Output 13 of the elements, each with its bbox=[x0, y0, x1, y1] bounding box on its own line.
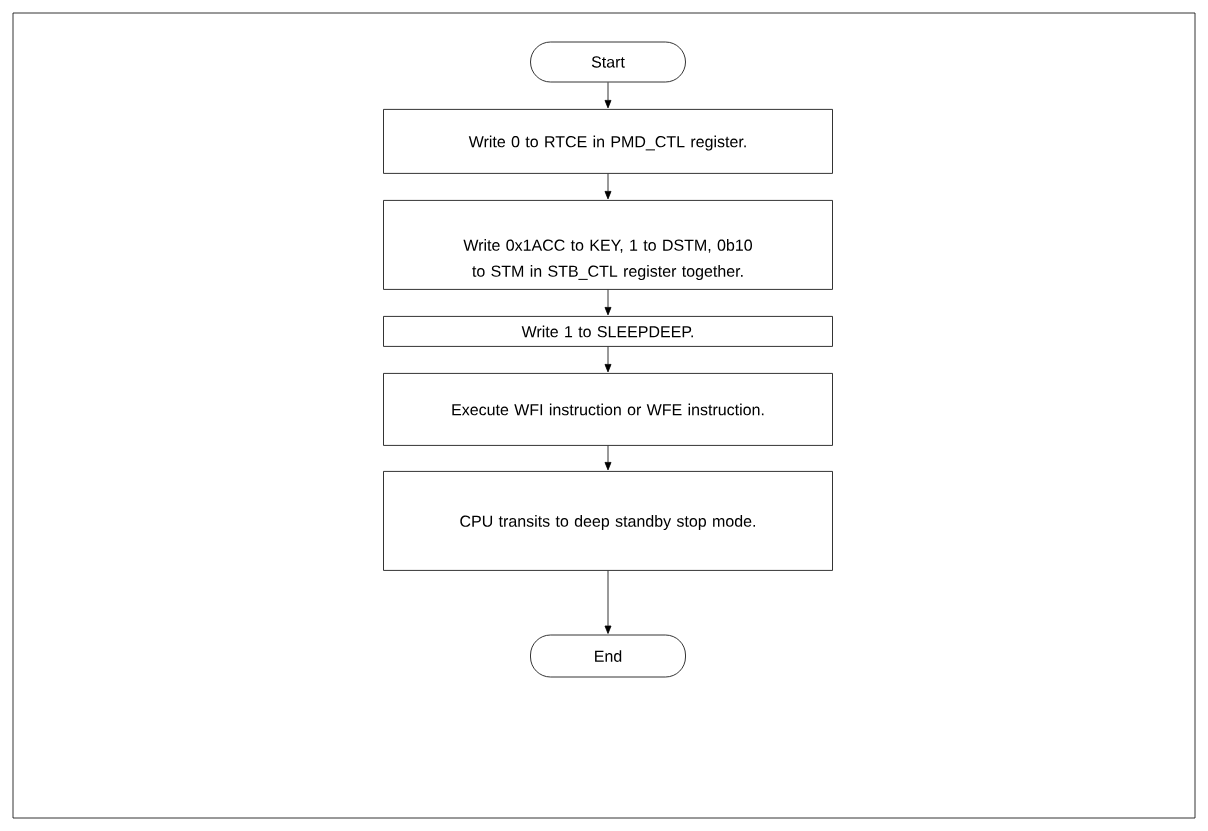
process-box: Write 0 to RTCE in PMD_CTL register. bbox=[383, 109, 833, 174]
terminal-box: End bbox=[530, 634, 686, 678]
arrow bbox=[604, 289, 612, 316]
terminal-box: Start bbox=[530, 41, 686, 83]
arrow bbox=[604, 346, 612, 373]
arrow bbox=[604, 82, 612, 109]
process-box: Execute WFI instruction or WFE instruction. bbox=[383, 373, 833, 446]
arrow bbox=[604, 570, 612, 634]
process-box: Write 0x1ACC to KEY, 1 to DSTM, 0b10 to STM in STB_CTL register together. bbox=[383, 200, 833, 290]
process-box: Write 1 to SLEEPDEEP. bbox=[383, 316, 833, 347]
process-box: CPU transits to deep standby stop mode. bbox=[383, 471, 833, 571]
arrow bbox=[604, 173, 612, 200]
arrow bbox=[604, 445, 612, 471]
